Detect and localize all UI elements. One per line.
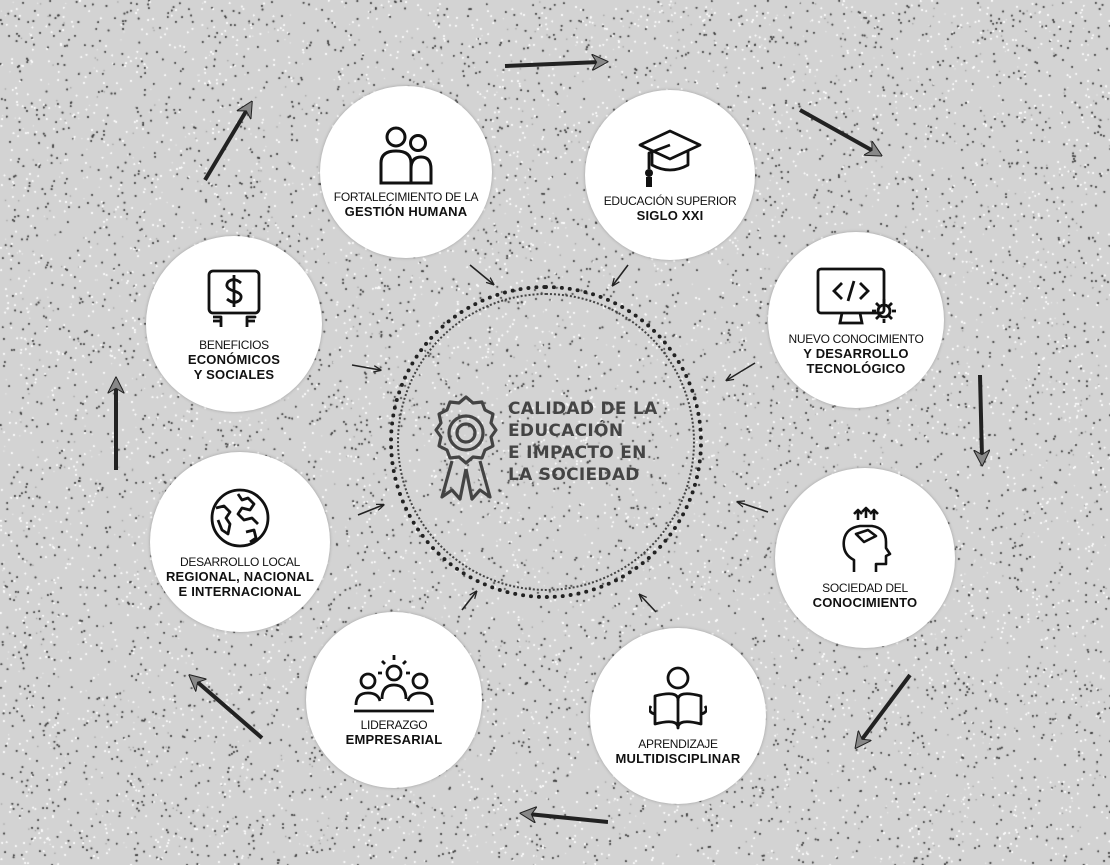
inward-arrow-beneficios (351, 364, 380, 370)
node-label-bold-line: E INTERNACIONAL (178, 583, 302, 599)
node-label-bold-line: EMPRESARIAL (345, 732, 443, 747)
node-label-small: DESARROLLO LOCAL (180, 554, 300, 569)
inward-arrow-desarrollo (357, 505, 383, 516)
node-label-bold-line: GESTIÓN HUMANA (344, 204, 468, 219)
inward-arrow-liderazgo (461, 592, 476, 611)
node-label-small: APRENDIZAJE (638, 737, 718, 751)
award-ribbon-icon (434, 395, 498, 501)
node-label-small: NUEVO CONOCIMIENTO (788, 331, 924, 346)
center-title-line: E IMPACTO EN (508, 443, 647, 463)
node-label-bold: GESTIÓN HUMANA (345, 204, 468, 219)
inward-arrow-nuevo (727, 362, 756, 380)
node-label-bold: MULTIDISCIPLINAR (615, 751, 740, 766)
node-label-bold: Y DESARROLLO TECNOLÓGICO (803, 346, 908, 376)
node-label-bold: SIGLO XXI (637, 208, 704, 223)
cycle-arrow-8 (203, 108, 248, 182)
node-label-bold-line: Y DESARROLLO (803, 345, 909, 361)
node-label-small: BENEFICIOS (199, 337, 269, 352)
globe-icon (210, 488, 270, 547)
graduation-cap-icon (638, 129, 702, 187)
inward-arrow-sociedad (738, 502, 769, 513)
node-aprendizaje-multidisciplinar: APRENDIZAJE MULTIDISCIPLINAR (590, 628, 766, 804)
center-dotted-ring-inner (397, 293, 695, 591)
cycle-arrow-6 (195, 680, 264, 740)
node-label-bold-line: ECONÓMICOS (187, 351, 281, 367)
inward-arrow-aprendizaje (640, 595, 657, 613)
center-title: CALIDAD DE LA EDUCACIÓN E IMPACTO EN LA … (508, 398, 698, 486)
node-label-bold: CONOCIMIENTO (813, 595, 918, 610)
node-label-bold: EMPRESARIAL (346, 732, 443, 747)
inward-arrow-gestion (469, 264, 493, 284)
node-label-small: FORTALECIMIENTO DE LA (333, 190, 479, 204)
reader-book-icon (649, 666, 707, 730)
center-dotted-ring (389, 285, 703, 599)
code-monitor-icon (816, 267, 896, 324)
node-desarrollo-local: DESARROLLO LOCAL REGIONAL, NACIONAL E IN… (150, 452, 330, 632)
cycle-arrow-1 (504, 62, 600, 66)
node-nuevo-conocimiento: NUEVO CONOCIMIENTO Y DESARROLLO TECNOLÓG… (768, 232, 944, 408)
node-liderazgo-empresarial: LIDERAZGO EMPRESARIAL (306, 612, 482, 788)
cycle-arrow-3 (980, 374, 982, 458)
center-title-line: LA SOCIEDAD (508, 465, 640, 485)
node-beneficios: BENEFICIOS ECONÓMICOS Y SOCIALES (146, 236, 322, 412)
node-label-bold-line: Y SOCIALES (193, 366, 275, 382)
node-label-small: LIDERAZGO (360, 718, 428, 732)
center-title-line: CALIDAD DE LA (508, 399, 658, 419)
cycle-arrow-2 (799, 108, 875, 152)
node-educacion-superior: EDUCACIÓN SUPERIOR SIGLO XXI (585, 90, 755, 260)
node-label-bold-line: MULTIDISCIPLINAR (615, 751, 741, 766)
team-leader-icon (354, 655, 434, 713)
node-gestion-humana: FORTALECIMIENTO DE LA GESTIÓN HUMANA (320, 86, 492, 258)
money-sign-icon (207, 269, 261, 327)
node-label-bold: ECONÓMICOS Y SOCIALES (188, 352, 280, 382)
head-ideas-icon (842, 506, 892, 572)
node-label-bold-line: SIGLO XXI (636, 208, 704, 223)
node-label-bold-line: TECNOLÓGICO (806, 360, 906, 376)
inward-arrow-educacion (613, 264, 629, 285)
people-icon (379, 126, 433, 185)
node-label-bold: REGIONAL, NACIONAL E INTERNACIONAL (166, 569, 314, 599)
cycle-arrow-4 (860, 673, 912, 742)
node-label-small: EDUCACIÓN SUPERIOR (603, 194, 737, 208)
node-label-bold-line: CONOCIMIENTO (812, 595, 918, 610)
center-title-line: EDUCACIÓN (508, 421, 624, 441)
node-label-bold-line: REGIONAL, NACIONAL (165, 568, 315, 584)
cycle-arrow-5 (528, 814, 609, 824)
node-sociedad-conocimiento: SOCIEDAD DEL CONOCIMIENTO (775, 468, 955, 648)
node-label-small: SOCIEDAD DEL (822, 581, 908, 595)
